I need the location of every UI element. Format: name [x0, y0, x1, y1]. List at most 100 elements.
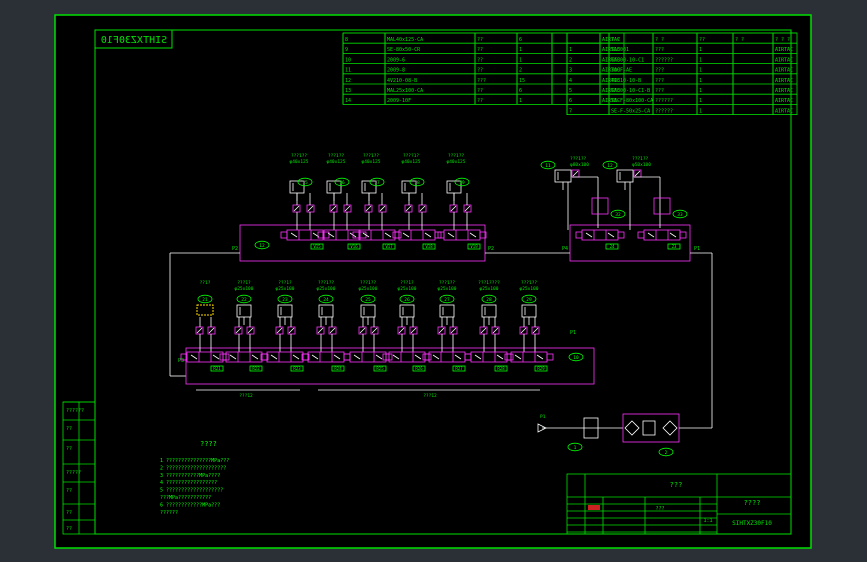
flow-control [449, 204, 458, 213]
flow-arrow [419, 205, 426, 212]
cylinder-size: φ40x125 [290, 159, 309, 165]
cylinder-size: φ40x125 [402, 159, 421, 165]
tb-sheet: 1:1 [703, 518, 712, 524]
flow-arrow [371, 327, 378, 334]
valve-tag-text: 24 [610, 244, 615, 249]
flow-control [343, 204, 352, 213]
port-label: P3 [178, 358, 184, 364]
flow-control [370, 326, 379, 335]
bom-cell-vendor: AIRTAC [775, 68, 793, 74]
flow-arrow [405, 205, 412, 212]
valve-tag [534, 365, 548, 372]
flow-arrow [464, 205, 471, 212]
callout-bubble [318, 294, 334, 304]
valve-arrow [229, 354, 237, 360]
callout-bubble [602, 160, 618, 170]
solenoid-left [382, 353, 390, 361]
bom-cell-code: SE-F-80x100-CA [611, 98, 653, 104]
valve-arrow [292, 354, 300, 360]
cylinder-title: ???1?? [632, 156, 649, 162]
bom-cell-vendor: AIRTAC [602, 68, 620, 74]
outer-frame [54, 14, 812, 549]
flow-control [234, 326, 243, 335]
valve-arrow [190, 354, 198, 360]
bom-cell-code: GF300-10-C1 [611, 57, 644, 63]
solenoid-right [679, 231, 687, 239]
flow-arrow [307, 205, 314, 212]
callout-bubble [658, 447, 674, 457]
cylinder-title: ???1?? [291, 153, 308, 159]
valve-arrow [362, 232, 370, 238]
bom-cell-no: 5 [569, 88, 572, 94]
inner-frame [94, 29, 792, 535]
solenoid-left [437, 231, 445, 239]
title-block: ???????SIHTXZ30F10???1:1 [566, 473, 792, 535]
bom-cell-qty: ?? [699, 37, 705, 43]
left-strip-text: ?? [66, 446, 72, 452]
bom-cell-vendor: AIRTAC [775, 47, 793, 53]
flow-control [437, 326, 446, 335]
cylinder-title: ???1?? [363, 153, 380, 159]
callout-number: 17 [374, 180, 380, 186]
flow-control [195, 326, 204, 335]
flow-arrow [235, 327, 242, 334]
flow-arrow [365, 205, 372, 212]
flow-arrow [379, 205, 386, 212]
valve-tag [347, 243, 361, 250]
callout-number: 23 [282, 297, 288, 303]
valve-tag [331, 365, 345, 372]
bom-cell-qty: 1 [699, 108, 702, 114]
flow-arrow [359, 327, 366, 334]
bom-cell-code: 2009-10F [387, 98, 411, 104]
callout-number: 11 [545, 163, 551, 169]
bom-cell-code: 4V210-08-B [387, 78, 417, 84]
callout-number: 12 [607, 163, 613, 169]
flow-arrow [634, 170, 641, 177]
bom-cell-qty: 1 [699, 98, 702, 104]
callout-bubble [567, 442, 583, 452]
flow-control [531, 326, 540, 335]
valve-arrow [669, 232, 677, 238]
flow-control [246, 326, 255, 335]
cylinder-size: φ25x100 [359, 286, 378, 292]
bom-cell-code: 300F-AE [611, 68, 632, 74]
solenoid-left [219, 353, 227, 361]
valve-tag [422, 243, 436, 250]
bom-cell-code: SL3001 [611, 47, 629, 53]
bom-cell-name: ??? [655, 68, 664, 74]
bom-cell-vendor: AIRTAC [775, 98, 793, 104]
cylinder-size: φ50x100 [632, 162, 651, 168]
flow-arrow [438, 327, 445, 334]
callout-number: 22 [241, 297, 247, 303]
bom-cell-vendor: AIRTAC [602, 47, 620, 53]
valve-tag-text: R27 [455, 366, 463, 371]
port-label: P4 [562, 246, 568, 252]
callout-bubble [360, 294, 376, 304]
flow-arrow [288, 327, 295, 334]
valve-tag [452, 365, 466, 372]
valve-arrow [447, 232, 455, 238]
gripper-dashed [196, 304, 214, 316]
solenoid-right [617, 231, 625, 239]
valve-tag-text: R24 [334, 366, 342, 371]
valve-tag-text: R25 [376, 366, 384, 371]
bom-cell-qty: 15 [519, 78, 525, 84]
flow-control [207, 326, 216, 335]
valve-tag [467, 243, 481, 250]
valve-arrow [474, 354, 482, 360]
bom-cell-no: 4 [569, 78, 572, 84]
supply-port-label: P1 [540, 414, 546, 420]
filter-symbol [624, 420, 640, 436]
valve-arrow [270, 354, 278, 360]
solenoid-left [422, 353, 430, 361]
bom-cell-no: 12 [345, 78, 351, 84]
flow-arrow [208, 327, 215, 334]
flow-control [316, 326, 325, 335]
bom-cell-no: 11 [345, 68, 351, 74]
cylinder-title: ???1?? [318, 280, 335, 286]
bom-cell-name: ??? [655, 78, 664, 84]
flow-control [292, 204, 301, 213]
bom-cell-no: 10 [345, 57, 351, 63]
